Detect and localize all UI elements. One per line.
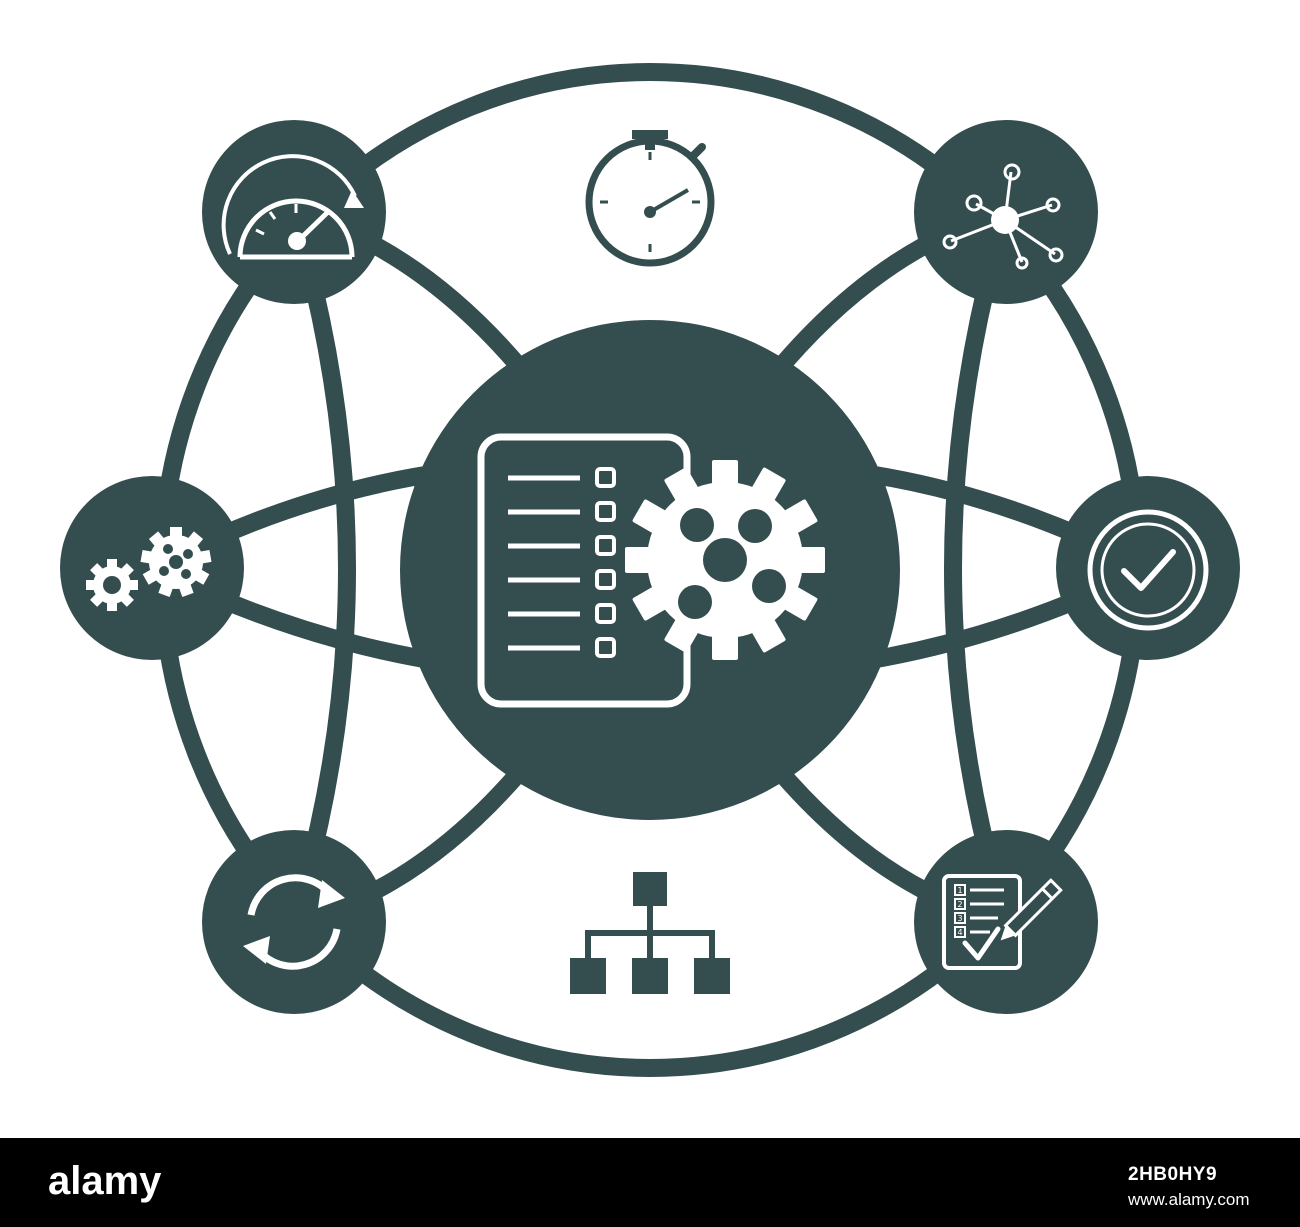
- process-diagram: 1 2 3 4: [60, 63, 1240, 1077]
- checkmark-circle-icon: [1087, 509, 1209, 631]
- checklist-number-2: 2: [957, 900, 962, 909]
- checklist-number-1: 1: [957, 886, 962, 895]
- refresh-icon: [243, 874, 345, 970]
- checklist-lines: [508, 475, 580, 651]
- checklist-gear-icon: [477, 433, 825, 708]
- stock-photo-footer: alamy 2HB0HY9 www.alamy.com: [0, 1138, 1300, 1227]
- speedometer-icon: [221, 154, 364, 260]
- small-gear-right: [140, 527, 212, 597]
- network-node: [914, 120, 1098, 304]
- hierarchy-icon: [570, 872, 730, 994]
- checklist-number-4: 4: [957, 928, 962, 937]
- hub-node: [400, 320, 900, 820]
- checklist-boxes: [595, 467, 616, 658]
- large-gear: [625, 460, 825, 660]
- gears-icon: [86, 527, 212, 611]
- checkmark-node: [1056, 476, 1240, 660]
- network-icon: [942, 163, 1064, 270]
- checklist-pencil-icon: 1 2 3 4: [942, 874, 1063, 970]
- link-speedometer-refresh: [285, 209, 356, 925]
- checklist-number-3: 3: [957, 914, 962, 923]
- alamy-logo: alamy: [48, 1159, 162, 1203]
- checklist-pencil-node: 1 2 3 4: [914, 830, 1098, 1014]
- pencil: [1000, 878, 1063, 941]
- image-code: 2HB0HY9: [1128, 1164, 1218, 1185]
- stopwatch-icon: [585, 130, 715, 267]
- refresh-node: [202, 830, 386, 1014]
- link-network-checklist: [944, 209, 1015, 925]
- alamy-logo-text: alamy: [48, 1159, 162, 1203]
- gears-node: [60, 476, 244, 660]
- small-gear-left: [86, 559, 138, 611]
- speedometer-node: [202, 120, 386, 304]
- site-url: www.alamy.com: [1128, 1190, 1250, 1209]
